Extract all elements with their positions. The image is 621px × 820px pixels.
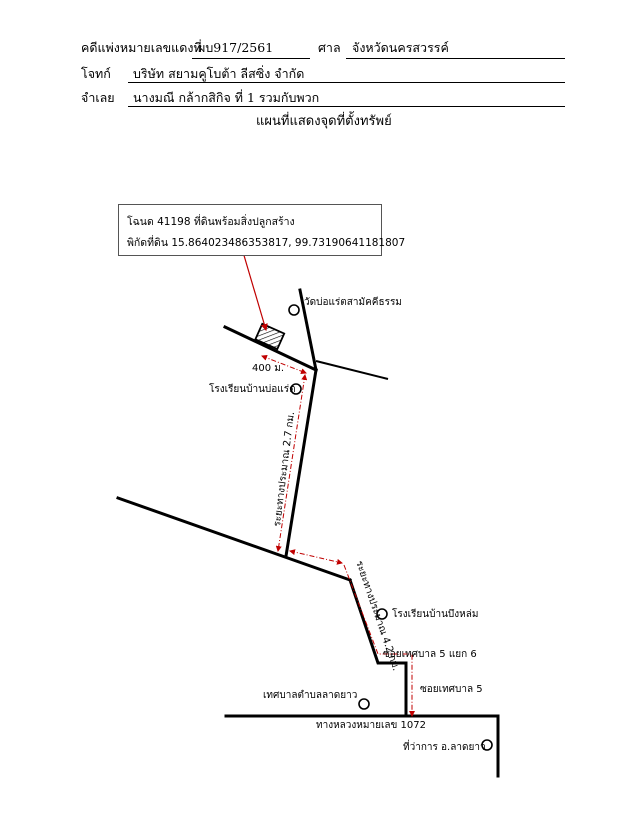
defendant-name: นางมณี กล้ากสิกิจ ที่ 1 รวมกับพวก (133, 90, 320, 105)
district-office-label: ที่ว่าการ อ.ลาดยาว (403, 739, 486, 753)
route-400m (261, 355, 307, 374)
case-number-underline (192, 58, 310, 59)
route-4-2km (343, 564, 415, 717)
highway-label: ทางหลวงหมายเลข 1072 (316, 720, 426, 731)
school-bueng-marker (376, 608, 388, 620)
plaintiff-label: โจทก์ (81, 66, 111, 81)
defendant-label: จำเลย (81, 90, 115, 105)
court-name: จังหวัดนครสวรรค์ (352, 40, 449, 55)
property-parcel (254, 322, 286, 351)
callout-coordinates: พิกัดที่ดิน 15.864023486353817, 99.73190… (127, 237, 406, 249)
case-number: ผบ917/2561 (198, 40, 274, 55)
school-borae-label: โรงเรียนบ้านบ่อแร่ต (209, 382, 296, 395)
case-label: คดีแพ่งหมายเลขแดงที่ (81, 40, 202, 55)
temple-marker (288, 304, 300, 316)
school-bueng-label: โรงเรียนบ้านบึงหล่ม (392, 607, 478, 620)
callout-pointer (242, 251, 268, 332)
callout-deed-line: โฉนด 41198 ที่ดินพร้อมสิ่งปลูกสร้าง (127, 216, 295, 228)
school-borae-marker (290, 383, 302, 395)
soi-5-label: ซอยเทศบาล 5 (420, 684, 483, 695)
temple-label: วัดบ่อแร่ตสามัคคีธรรม (304, 296, 402, 308)
route-connector (289, 549, 343, 565)
road-soi-route (348, 578, 408, 718)
defendant-underline (128, 106, 565, 107)
plaintiff-underline (128, 82, 565, 83)
page-title: แผนที่แสดงจุดที่ตั้งทรัพย์ (256, 114, 392, 129)
property-callout: โฉนด 41198 ที่ดินพร้อมสิ่งปลูกสร้าง พิกั… (118, 204, 405, 256)
road-long-diagonal (116, 496, 352, 582)
municipality-marker (358, 698, 370, 710)
court-label: ศาล (318, 40, 341, 55)
municipality-label: เทศบาลตำบลลาดยาว (263, 690, 357, 701)
road-to-temple (298, 288, 318, 372)
plaintiff-name: บริษัท สยามคูโบต้า ลีสซิ่ง จำกัด (133, 66, 305, 81)
distance-400-label: 400 ม. (252, 363, 284, 374)
district-office-marker (481, 739, 493, 751)
soi-5-6-label: ซอยเทศบาล 5 แยก 6 (383, 649, 477, 660)
court-name-underline (346, 58, 565, 59)
road-right-branch (315, 360, 389, 380)
